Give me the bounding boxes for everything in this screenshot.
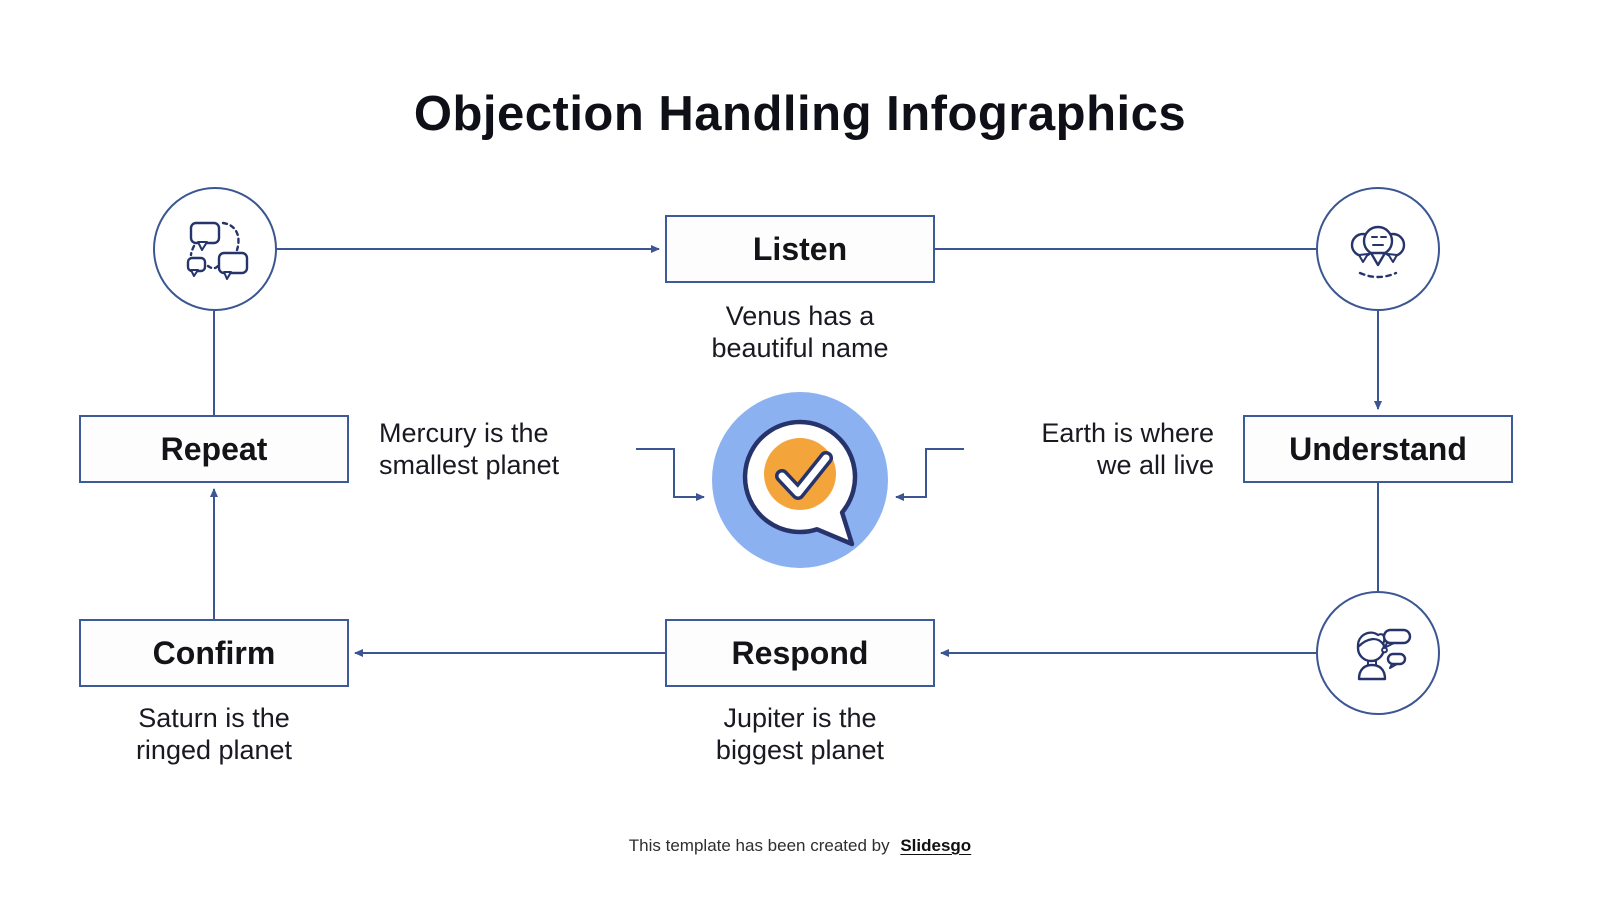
step-box-repeat: Repeat <box>79 415 349 483</box>
person-speaking-icon <box>1356 628 1412 681</box>
center-check-bubble <box>712 392 888 568</box>
slidesgo-link[interactable]: Slidesgo <box>900 836 972 855</box>
step-box-respond: Respond <box>665 619 935 687</box>
step-box-confirm: Confirm <box>79 619 349 687</box>
step-label-confirm: Confirm <box>152 634 276 671</box>
footer-credit-text: This template has been created by <box>628 836 890 855</box>
page-title: Objection Handling Infographics <box>413 87 1187 141</box>
step-label-understand: Understand <box>1289 430 1467 467</box>
caption-listen: Venus has a beautiful name <box>711 301 889 363</box>
check-bubble-icon <box>712 392 888 568</box>
step-label-respond: Respond <box>731 634 869 671</box>
step-box-listen: Listen <box>665 215 935 283</box>
node-person-speaking <box>1316 591 1440 715</box>
caption-understand: Earth is where we all live <box>1041 418 1214 480</box>
caption-confirm: Saturn is the ringed planet <box>135 703 293 765</box>
step-label-listen: Listen <box>752 230 848 267</box>
caption-repeat: Mercury is the smallest planet <box>379 418 560 480</box>
footer-credit: This template has been created by Slides… <box>0 836 1600 856</box>
node-audience-pins <box>1316 187 1440 311</box>
chat-cycle-icon <box>186 221 249 280</box>
step-label-repeat: Repeat <box>160 430 268 467</box>
caption-respond: Jupiter is the biggest planet <box>715 703 885 765</box>
node-chat-cycle <box>153 187 277 311</box>
step-box-understand: Understand <box>1243 415 1513 483</box>
audience-pins-icon <box>1350 225 1406 279</box>
